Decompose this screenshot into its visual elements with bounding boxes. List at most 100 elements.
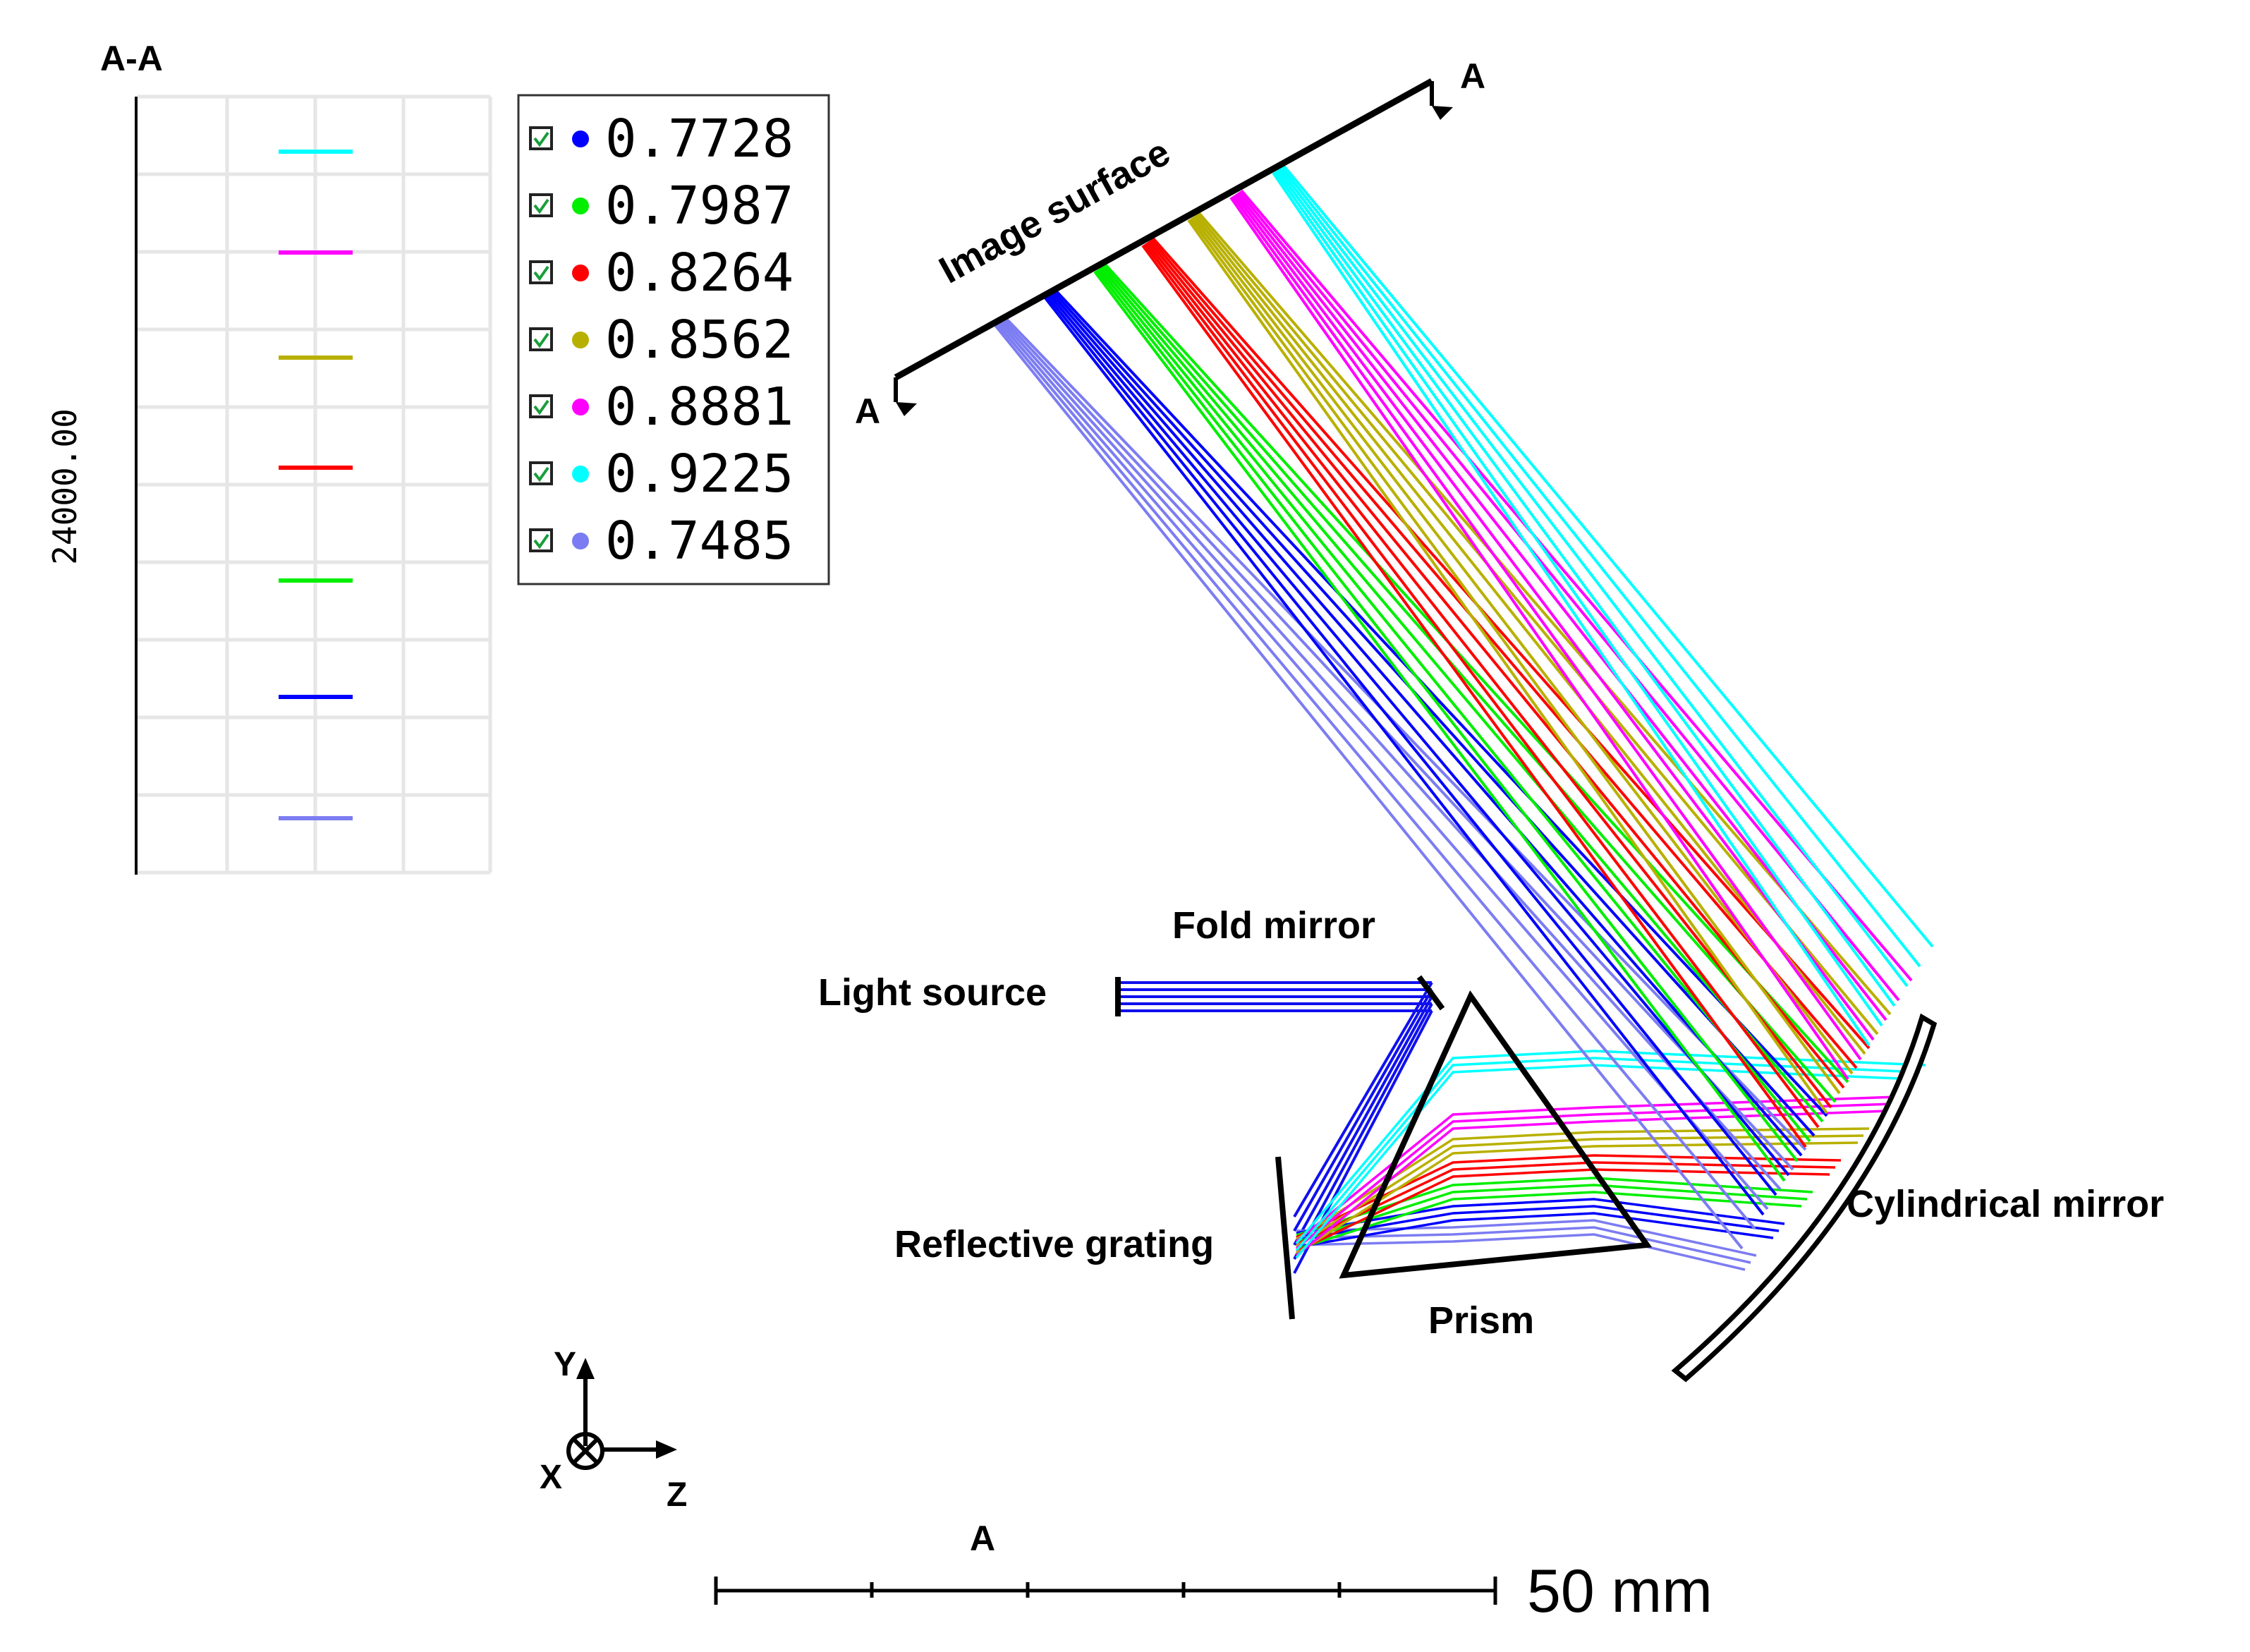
focused-ray: [1102, 265, 1837, 1103]
prism: [1339, 990, 1653, 1279]
legend-color-dot: [572, 399, 589, 415]
scale-bar-length-label: 50 mm: [1527, 1557, 1713, 1625]
dispersed-ray: [1296, 1233, 1746, 1271]
dispersed-ray: [1296, 1127, 1870, 1241]
focused-ray: [1229, 196, 1849, 1081]
legend-checkbox: [529, 528, 553, 552]
focused-ray: [1145, 241, 1832, 1109]
image-rays: [993, 164, 1934, 1250]
section-view-grid: [138, 95, 492, 875]
focused-ray: [1143, 243, 1820, 1129]
legend-value: 0.8264: [605, 243, 793, 303]
focused-ray: [1152, 237, 1871, 1050]
fold-mirror: [1416, 975, 1445, 1011]
scale-bar: [714, 1577, 1497, 1605]
check-icon: [533, 265, 549, 281]
dispersed-ray: [1296, 1205, 1780, 1241]
focused-ray: [1278, 167, 1909, 988]
legend-color-dot: [572, 332, 589, 348]
focused-ray: [1150, 238, 1858, 1069]
focused-ray: [1189, 217, 1841, 1095]
focused-ray: [1104, 263, 1849, 1083]
focused-ray: [1047, 292, 1790, 1177]
x-axis-label: X: [540, 1459, 562, 1496]
legend-color-dot: [572, 198, 589, 214]
dispersed-ray: [1295, 1057, 1921, 1252]
focused-ray: [1100, 266, 1824, 1123]
dispersed-ray: [1295, 1050, 1926, 1245]
focused-ray: [1093, 270, 1786, 1182]
legend-value: 0.7728: [605, 109, 793, 169]
focused-ray: [1141, 244, 1807, 1148]
focused-ray: [1193, 214, 1866, 1055]
section-marker-bottom: A: [855, 391, 880, 431]
legend-value: 0.8881: [605, 377, 793, 437]
legend-color-dot: [572, 265, 589, 281]
image-surface: [894, 78, 1453, 416]
section-view-axis-label: 24000.00: [46, 408, 84, 565]
legend-checkbox: [529, 461, 553, 485]
check-icon: [533, 198, 549, 214]
section-view-title: A-A: [100, 39, 163, 78]
input-beam: [1118, 981, 1433, 1274]
focused-ray: [1238, 190, 1900, 1002]
legend-checkbox: [529, 327, 553, 351]
focused-ray: [1272, 171, 1871, 1047]
legend-color-dot: [572, 130, 589, 147]
legend-entry: 0.7728: [529, 109, 793, 169]
legend-value: 0.7485: [605, 511, 793, 571]
y-arrowhead: [576, 1358, 595, 1379]
dispersed-ray: [1295, 1095, 1898, 1243]
cylindrical-mirror: [1671, 1013, 1938, 1383]
dispersed-ray: [1296, 1226, 1751, 1264]
focused-ray: [1002, 317, 1794, 1171]
legend-value: 0.7987: [605, 176, 793, 236]
focused-ray: [1053, 288, 1828, 1117]
legend-value: 0.8562: [605, 310, 793, 370]
focused-ray: [1282, 164, 1934, 948]
check-icon: [533, 131, 549, 147]
legend-entry: 0.7485: [529, 511, 793, 571]
prism-label: Prism: [1428, 1299, 1534, 1342]
legend-color-dot: [572, 533, 589, 549]
check-icon: [533, 466, 549, 482]
legend-entry: 0.8264: [529, 243, 793, 303]
section-view-spots: [279, 150, 353, 820]
legend-value: 0.9225: [605, 444, 793, 504]
section-marker-top: A: [1460, 56, 1485, 96]
dispersed-ray: [1296, 1219, 1757, 1257]
legend-checkbox: [529, 394, 553, 418]
focused-ray: [1234, 193, 1875, 1041]
focused-ray: [997, 320, 1769, 1210]
focused-ray: [1274, 170, 1883, 1027]
dispersed-ray: [1296, 1191, 1802, 1251]
focused-ray: [1187, 219, 1828, 1115]
light-source-label: Light source: [818, 971, 1047, 1014]
focused-ray: [1049, 291, 1803, 1157]
focused-ray: [1045, 293, 1777, 1196]
dispersed-ray: [1295, 1103, 1892, 1250]
dispersed-ray: [1296, 1168, 1830, 1253]
reflective-grating: [1275, 1156, 1295, 1320]
fold-mirror-label: Fold mirror: [1172, 904, 1375, 947]
check-icon: [533, 332, 549, 348]
cylindrical-mirror-label: Cylindrical mirror: [1847, 1183, 2164, 1225]
legend-entry: 0.8881: [529, 377, 793, 437]
dispersed-ray: [1296, 1198, 1785, 1234]
prism-rays: [1295, 1050, 1926, 1271]
focused-ray: [995, 322, 1756, 1230]
reflective-grating-label: Reflective grating: [894, 1223, 1214, 1265]
ray-trace: [993, 164, 1934, 1274]
y-axis-label: Y: [554, 1346, 576, 1383]
focused-ray: [999, 319, 1782, 1191]
focused-ray: [1051, 289, 1816, 1137]
legend-checkbox: [529, 126, 553, 150]
focused-ray: [1280, 166, 1921, 968]
focused-ray: [1004, 316, 1807, 1151]
image-surface-label: Image surface: [932, 130, 1177, 291]
check-icon: [533, 399, 549, 415]
focused-ray: [1097, 267, 1811, 1143]
wavelength-legend: 0.7728 0.7987 0.8264 0.8562 0.8881 0.9225 0.74…: [517, 94, 830, 585]
dispersed-ray: [1296, 1212, 1774, 1249]
focused-ray: [1042, 295, 1765, 1216]
